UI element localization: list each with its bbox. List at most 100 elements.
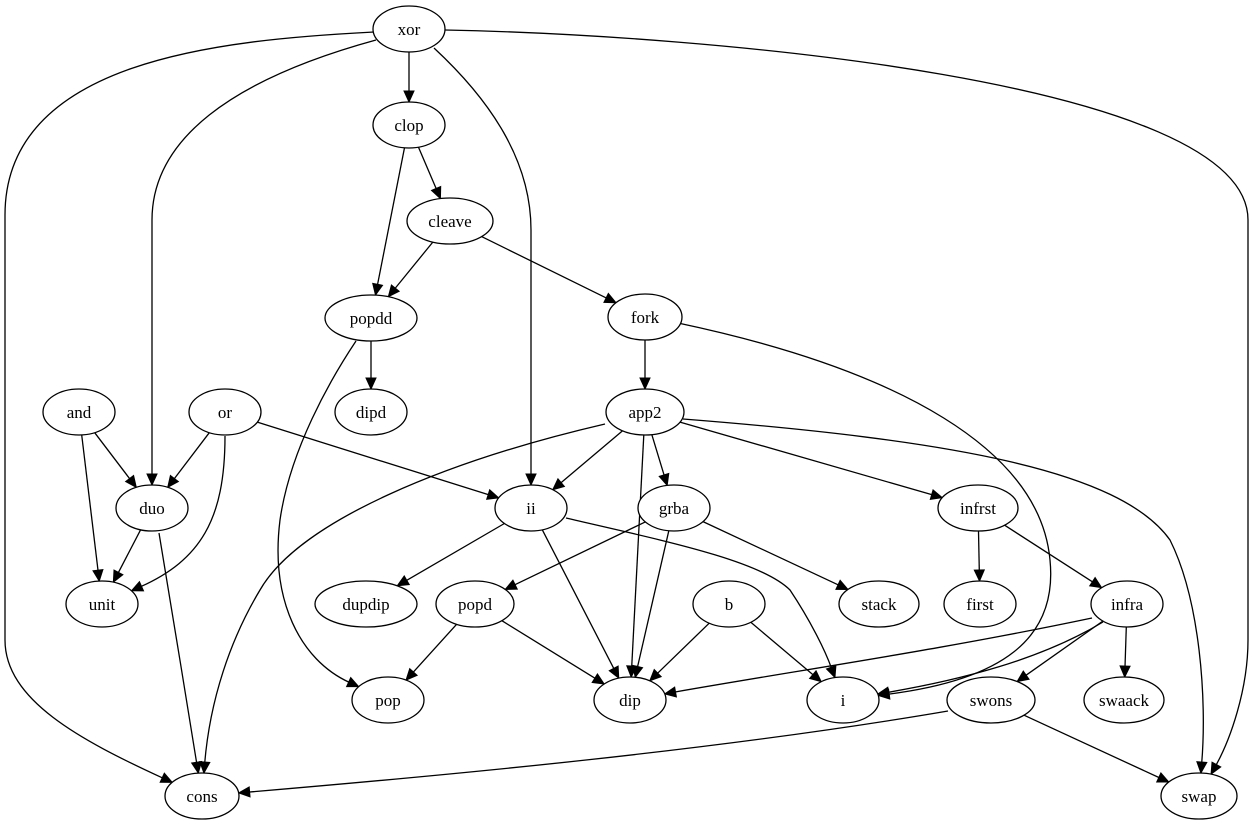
node-label: first [966, 595, 994, 614]
node-dupdip[interactable]: dupdip [314, 580, 418, 628]
edge-infra-to-swons [1016, 620, 1104, 683]
node-ellipse [946, 676, 1036, 724]
node-cleave[interactable]: cleave [406, 197, 494, 245]
node-label: cons [186, 787, 217, 806]
node-first[interactable]: first [943, 580, 1017, 628]
node-label: ii [526, 499, 536, 518]
node-ellipse [351, 676, 425, 724]
node-label: unit [89, 595, 116, 614]
node-ellipse [605, 388, 685, 436]
edge-arrowhead [1196, 761, 1208, 775]
node-label: i [841, 691, 846, 710]
node-ellipse [164, 772, 240, 820]
node-infra[interactable]: infra [1090, 580, 1164, 628]
edge-app2-to-dip [626, 434, 645, 679]
node-unit[interactable]: unit [65, 580, 139, 628]
edge-arrowhead [405, 667, 419, 681]
node-ellipse [593, 676, 667, 724]
edge-app2-to-grba [651, 434, 670, 487]
edge-popd-to-pop [405, 623, 458, 681]
node-pop[interactable]: pop [351, 676, 425, 724]
edge-xor-to-swap [444, 29, 1249, 776]
node-grba[interactable]: grba [637, 484, 711, 532]
edge-arrowhead [396, 575, 411, 587]
node-ii[interactable]: ii [494, 484, 568, 532]
node-swaack[interactable]: swaack [1083, 676, 1165, 724]
edge-arrowhead [166, 474, 180, 489]
node-label: swap [1182, 787, 1217, 806]
edge-infrst-to-infra [1004, 524, 1103, 589]
node-b[interactable]: b [692, 580, 766, 628]
edge-or-to-unit [130, 435, 226, 592]
node-and[interactable]: and [42, 388, 116, 436]
edge-and-to-duo [94, 432, 138, 489]
node-fork[interactable]: fork [607, 293, 683, 341]
edge-line [444, 29, 1249, 766]
edge-arrowhead [1088, 576, 1103, 589]
edge-xor-to-clop [403, 52, 415, 104]
node-ellipse [65, 580, 139, 628]
node-ellipse [42, 388, 116, 436]
node-ellipse [372, 5, 446, 53]
edge-line [631, 434, 645, 668]
node-ellipse [406, 197, 494, 245]
edge-line [4, 31, 375, 779]
node-label: stack [862, 595, 897, 614]
node-swons[interactable]: swons [946, 676, 1036, 724]
edge-arrowhead [929, 488, 944, 501]
node-popdd[interactable]: popdd [324, 294, 418, 342]
edge-line [204, 423, 606, 764]
edge-app2-to-swap [682, 418, 1208, 775]
node-or[interactable]: or [188, 388, 262, 436]
node-label: xor [398, 20, 421, 39]
node-popd[interactable]: popd [435, 580, 515, 628]
node-swap[interactable]: swap [1160, 772, 1238, 820]
node-infrst[interactable]: infrst [937, 484, 1019, 532]
edge-grba-to-stack [702, 521, 850, 590]
edge-arrowhead [1016, 670, 1030, 683]
edge-arrowhead [591, 673, 606, 685]
edge-arrowhead [1119, 665, 1131, 679]
edge-infra-to-dip [663, 617, 1093, 698]
edge-arrowhead [1210, 761, 1222, 776]
edge-arrowhead [603, 292, 618, 304]
node-ellipse [806, 676, 880, 724]
edge-line [1004, 524, 1094, 583]
node-label: app2 [628, 403, 661, 422]
node-label: or [218, 403, 233, 422]
edge-xor-to-duo [146, 39, 377, 487]
edges-layer [4, 29, 1249, 798]
node-dip[interactable]: dip [593, 676, 667, 724]
edge-grba-to-popd [504, 521, 646, 590]
node-cons[interactable]: cons [164, 772, 240, 820]
edge-app2-to-infrst [679, 421, 944, 501]
edge-swons-to-cons [237, 710, 949, 798]
edge-popdd-to-dipd [365, 341, 377, 391]
edge-line [94, 432, 131, 480]
node-ellipse [637, 484, 711, 532]
edge-line [158, 532, 198, 764]
node-stack[interactable]: stack [838, 580, 920, 628]
node-ellipse [314, 580, 418, 628]
node-i[interactable]: i [806, 676, 880, 724]
edge-line [1023, 714, 1160, 779]
edge-arrowhead [485, 488, 500, 500]
node-xor[interactable]: xor [372, 5, 446, 53]
edge-popdd-to-pop [277, 340, 360, 688]
edge-line [682, 418, 1204, 764]
node-dipd[interactable]: dipd [334, 388, 408, 436]
node-label: cleave [428, 212, 471, 231]
node-app2[interactable]: app2 [605, 388, 685, 436]
edge-line [702, 521, 840, 586]
edge-arrowhead [608, 665, 620, 680]
edge-arrowhead [124, 474, 138, 489]
node-ellipse [372, 101, 446, 149]
node-ellipse [692, 580, 766, 628]
node-clop[interactable]: clop [372, 101, 446, 149]
node-label: duo [139, 499, 165, 518]
edge-arrowhead [112, 569, 124, 584]
edge-b-to-i [750, 621, 823, 683]
node-ellipse [188, 388, 262, 436]
edge-or-to-ii [257, 421, 500, 500]
node-duo[interactable]: duo [115, 484, 189, 532]
